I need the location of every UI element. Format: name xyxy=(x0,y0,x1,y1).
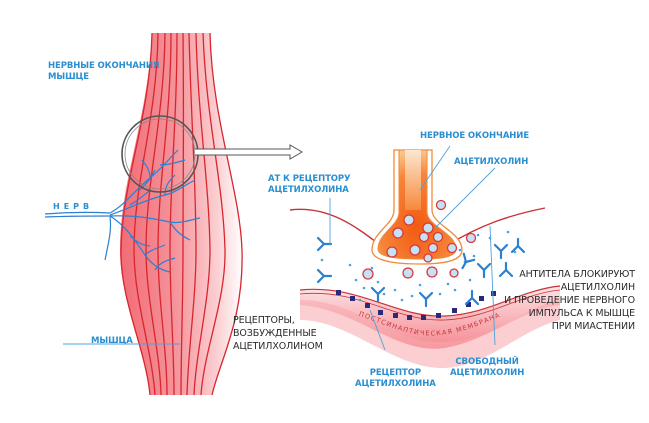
arrow-right-icon xyxy=(195,144,303,160)
excited-receptors-line1: РЕЦЕПТОРЫ, xyxy=(233,315,295,326)
explanation-line4: ИМПУЛЬСА К МЫШЦЕ xyxy=(528,308,635,319)
receptor-label-line1: РЕЦЕПТОР xyxy=(369,368,421,378)
antibody-to-receptor-label: АТ К РЕЦЕПТОРУ АЦЕТИЛХОЛИНА xyxy=(268,174,351,196)
explanation-line1: АНТИТЕЛА БЛОКИРУЮТ xyxy=(519,269,635,280)
explanation-line5: ПРИ МИАСТЕНИИ xyxy=(551,321,635,332)
explanation-line3: И ПРОВЕДЕНИЕ НЕРВНОГО xyxy=(504,295,635,306)
zoom-indicator xyxy=(121,115,303,193)
nerve-endings-label: НЕРВНЫЕ ОКОНЧАНИЯ МЫШЦЕ xyxy=(48,61,159,83)
nerve-endings-label-line1: НЕРВНЫЕ ОКОНЧАНИЯ xyxy=(48,61,160,71)
nerve-branches xyxy=(44,149,201,273)
nerve-ending-label: НЕРВНОЕ ОКОНЧАНИЕ xyxy=(420,131,530,141)
acetylcholine-label: АЦЕТИЛХОЛИН xyxy=(454,157,529,167)
antibodies xyxy=(316,236,526,308)
muscle-label: МЫШЦА xyxy=(91,336,133,346)
explanation-text: АНТИТЕЛА БЛОКИРУЮТ АЦЕТИЛХОЛИН И ПРОВЕДЕ… xyxy=(504,268,635,333)
excited-receptors-line3: АЦЕТИЛХОЛИНОМ xyxy=(233,341,323,352)
muscle-illustration xyxy=(120,32,243,396)
acetylcholine-vesicles xyxy=(362,199,477,280)
explanation-line2: АЦЕТИЛХОЛИН xyxy=(560,282,635,293)
free-acetylcholine-dots xyxy=(320,230,517,302)
nerve-endings-label-line2: МЫШЦЕ xyxy=(48,72,89,82)
receptor-label: РЕЦЕПТОР АЦЕТИЛХОЛИНА xyxy=(355,368,436,390)
nerve-label: НЕРВ xyxy=(53,202,94,211)
excited-receptors-line2: ВОЗБУЖДЕННЫЕ xyxy=(233,328,317,339)
antibody-label-line2: АЦЕТИЛХОЛИНА xyxy=(268,185,349,195)
excited-receptors-label: РЕЦЕПТОРЫ, ВОЗБУЖДЕННЫЕ АЦЕТИЛХОЛИНОМ xyxy=(233,314,323,353)
free-ach-line2: АЦЕТИЛХОЛИН xyxy=(450,368,525,378)
free-ach-line1: СВОБОДНЫЙ xyxy=(455,357,519,367)
synapse-illustration: ПОСТСИНАПТИЧЕСКАЯ МЕМБРАНА xyxy=(63,145,561,369)
free-acetylcholine-label: СВОБОДНЫЙ АЦЕТИЛХОЛИН xyxy=(450,357,524,379)
receptor-label-line2: АЦЕТИЛХОЛИНА xyxy=(355,379,436,389)
muscle-fibers xyxy=(120,32,243,396)
leader-lines xyxy=(63,145,496,351)
antibody-label-line1: АТ К РЕЦЕПТОРУ xyxy=(268,174,351,184)
acetylcholine-receptors xyxy=(336,290,496,320)
